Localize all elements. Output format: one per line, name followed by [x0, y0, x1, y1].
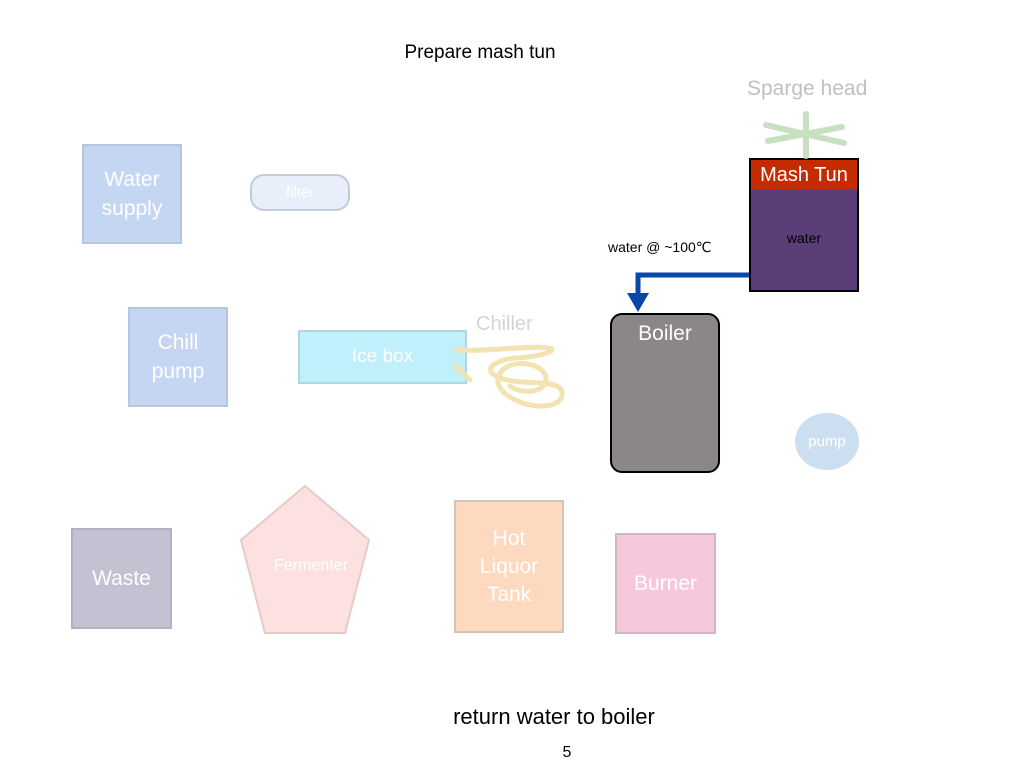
boiler-box: Boiler	[610, 313, 720, 473]
water-supply-box: Water supply	[82, 144, 182, 244]
chill-pump-label: Chill pump	[151, 331, 205, 383]
burner-box: Burner	[615, 533, 716, 634]
slide-caption: return water to boiler	[453, 704, 655, 729]
page-number: 5	[562, 744, 572, 761]
slide-title: Prepare mash tun	[404, 42, 556, 63]
boiler-label: Boiler	[638, 322, 692, 345]
mash-tun-header: Mash Tun	[749, 158, 859, 191]
pump-circle: pump	[795, 413, 859, 470]
waste-label: Waste	[92, 566, 151, 590]
filter-box: filter	[250, 174, 350, 211]
fermenter-label: Fermenter	[274, 557, 348, 574]
water-supply-label: Water supply	[101, 168, 163, 220]
hot-liquor-tank-box: Hot Liquor Tank	[454, 500, 564, 633]
filter-label: filter	[285, 184, 315, 201]
chiller-label: Chiller	[476, 313, 533, 335]
ice-box-label: Ice box	[351, 346, 414, 367]
burner-label: Burner	[633, 571, 698, 595]
ice-box: Ice box	[298, 330, 467, 384]
mash-tun-label: Mash Tun	[760, 164, 848, 186]
hot-liquor-tank-label: Hot Liquor Tank	[479, 526, 539, 606]
sparge-head-label: Sparge head	[747, 77, 868, 100]
pump-label: pump	[808, 433, 846, 450]
mash-tun-body: water	[749, 190, 859, 292]
fermenter-shape: Fermenter	[239, 484, 371, 634]
chill-pump-box: Chill pump	[128, 307, 228, 407]
waste-box: Waste	[71, 528, 172, 629]
water-flow-arrow	[627, 272, 749, 312]
mash-tun-contents-label: water	[786, 229, 822, 246]
chiller-coil-icon	[452, 344, 565, 409]
water-transfer-label: water @ ~100℃	[608, 239, 712, 255]
sparge-head-icon	[763, 111, 847, 159]
